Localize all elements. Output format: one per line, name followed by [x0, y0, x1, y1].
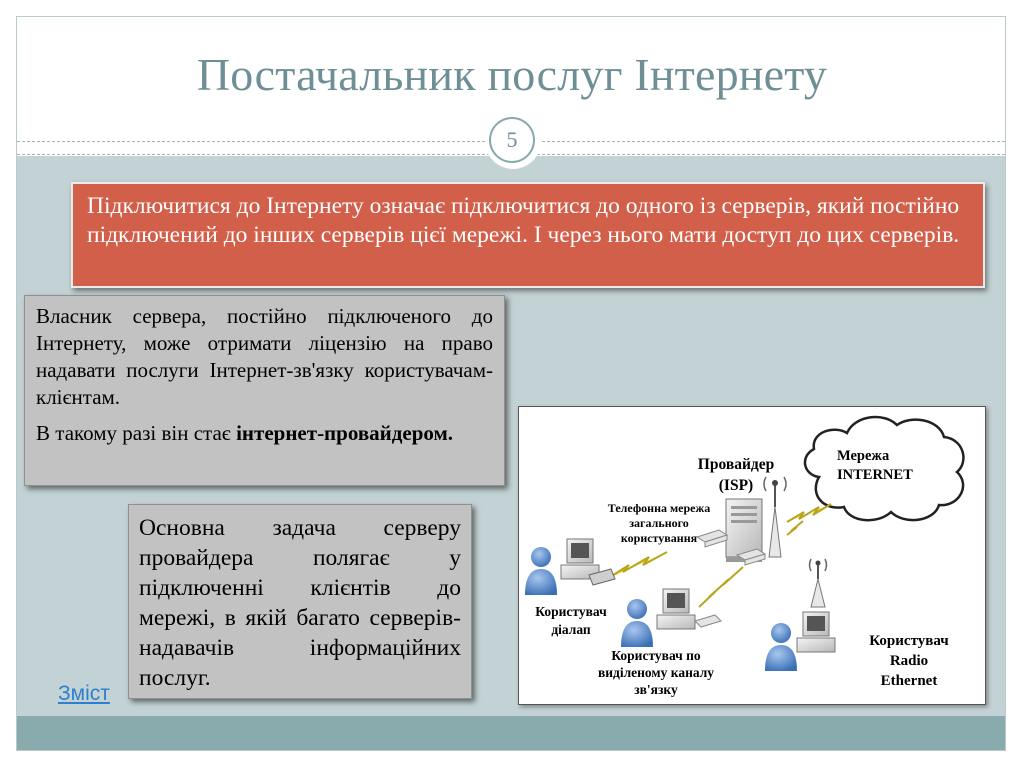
diagram-graphics [525, 415, 965, 671]
page-number-badge: 5 [485, 113, 541, 169]
page-title: Постачальник послуг Інтернету [196, 49, 828, 100]
provider-label: Провайдер (ISP) [697, 456, 775, 494]
isp-network-diagram: Провайдер (ISP) Мережа INTERNET Телефонн… [518, 406, 986, 705]
leased-line-user-icon [621, 588, 722, 647]
owner-paragraph: Власник сервера, постійно підключеного д… [36, 304, 493, 409]
radio-ethernet-user-icon [765, 558, 836, 671]
internet-cloud-icon [803, 415, 965, 522]
modem-icons [695, 529, 767, 566]
provider-task-box: Основна задача серверу провайдера поляга… [128, 504, 472, 699]
provider-paragraph: В такому разі він стає інтернет-провайде… [36, 420, 493, 447]
leased-line-user-label: Користувач по виділеному каналу зв'язку [597, 648, 715, 697]
provider-text: В такому разі він стає [36, 421, 237, 445]
lightning-leased-icon [698, 566, 744, 608]
isp-antenna-icon [763, 476, 787, 558]
page-number: 5 [489, 117, 535, 163]
provider-term: інтернет-провайдером. [236, 421, 454, 445]
footer-bar [17, 716, 1005, 750]
server-owner-box: Власник сервера, постійно підключеного д… [24, 295, 505, 486]
lightning-internet-icon [786, 503, 832, 523]
dialup-user-icon [525, 538, 616, 595]
phone-network-label: Телефонна мережа загального користування [607, 501, 711, 545]
slide-frame [16, 16, 1006, 751]
internet-label: Мережа INTERNET [837, 448, 913, 483]
dialup-user-label: Користувач діалап [535, 604, 607, 637]
lightning-radio-icon [786, 520, 804, 536]
contents-link[interactable]: Зміст [58, 682, 110, 705]
intro-box: Підключитися до Інтернету означає підклю… [71, 182, 985, 288]
lightning-phone-icon [606, 551, 668, 580]
radio-ethernet-user-label: Користувач Radio Ethernet [869, 633, 949, 689]
